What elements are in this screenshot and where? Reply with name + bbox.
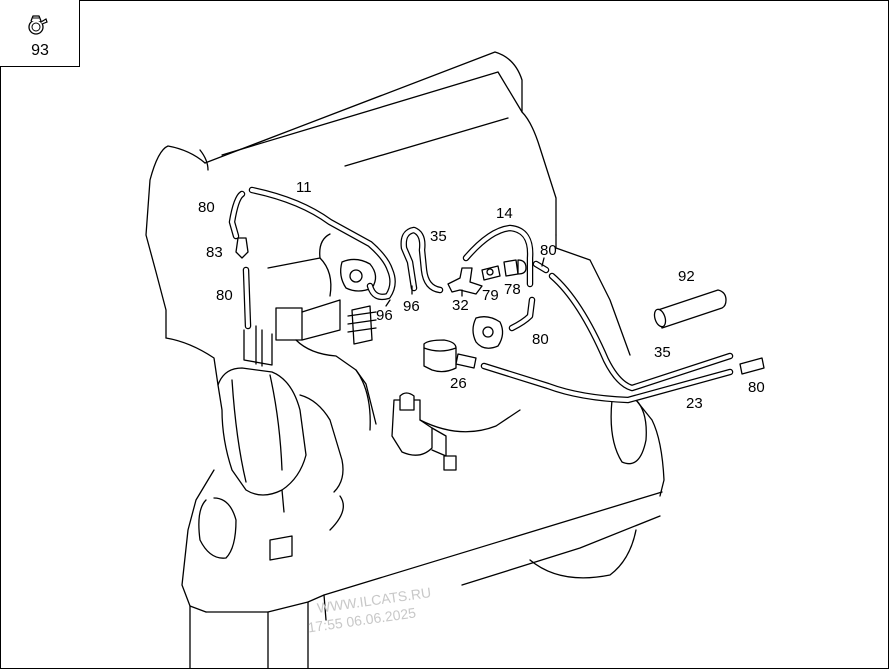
check-valve-83 xyxy=(235,237,249,259)
label-32: 32 xyxy=(452,297,469,314)
label-23: 23 xyxy=(686,395,703,412)
hose-piece-80-right xyxy=(739,357,765,375)
label-80-left: 80 xyxy=(216,287,233,304)
label-96-left: 96 xyxy=(376,307,393,324)
label-96-right: 96 xyxy=(403,298,420,315)
watermark: WWW.ILCATS.RU 17:55 06.06.2025 xyxy=(307,584,432,635)
label-11: 11 xyxy=(296,179,312,196)
fittings xyxy=(235,237,765,375)
fuel-pump-housing xyxy=(217,233,377,531)
label-80-mid: 80 xyxy=(532,331,549,348)
hose-35-long xyxy=(548,272,734,392)
fitting-78b xyxy=(517,259,527,275)
legend-part-number: 93 xyxy=(31,42,49,59)
t-connector-32 xyxy=(447,267,483,295)
label-26: 26 xyxy=(450,375,467,392)
label-92: 92 xyxy=(678,268,695,285)
label-78: 78 xyxy=(504,281,521,298)
part-92-tube xyxy=(653,289,727,329)
hose-piece-26 xyxy=(455,353,477,369)
sensor-80 xyxy=(472,316,504,349)
legend-box: 93 xyxy=(0,0,80,67)
vacuum-unit xyxy=(391,392,521,471)
small-parts-cluster xyxy=(340,258,377,345)
label-35-right: 35 xyxy=(654,344,671,361)
fitting-78 xyxy=(503,259,519,277)
leader-lines xyxy=(385,257,545,307)
label-83: 83 xyxy=(206,244,223,261)
part-labels: 11 80 83 80 35 14 80 96 96 32 79 78 80 9… xyxy=(198,179,765,412)
hose-clamp-icon xyxy=(28,15,48,35)
label-80-lower-right: 80 xyxy=(748,379,765,396)
engine-block xyxy=(145,51,665,669)
label-79: 79 xyxy=(482,287,499,304)
filter-unit xyxy=(423,339,457,373)
hoses xyxy=(228,186,734,404)
label-80-upper-left: 80 xyxy=(198,199,215,216)
label-14: 14 xyxy=(496,205,513,222)
label-80-upper-right: 80 xyxy=(540,242,557,259)
label-35-upper: 35 xyxy=(430,228,447,245)
